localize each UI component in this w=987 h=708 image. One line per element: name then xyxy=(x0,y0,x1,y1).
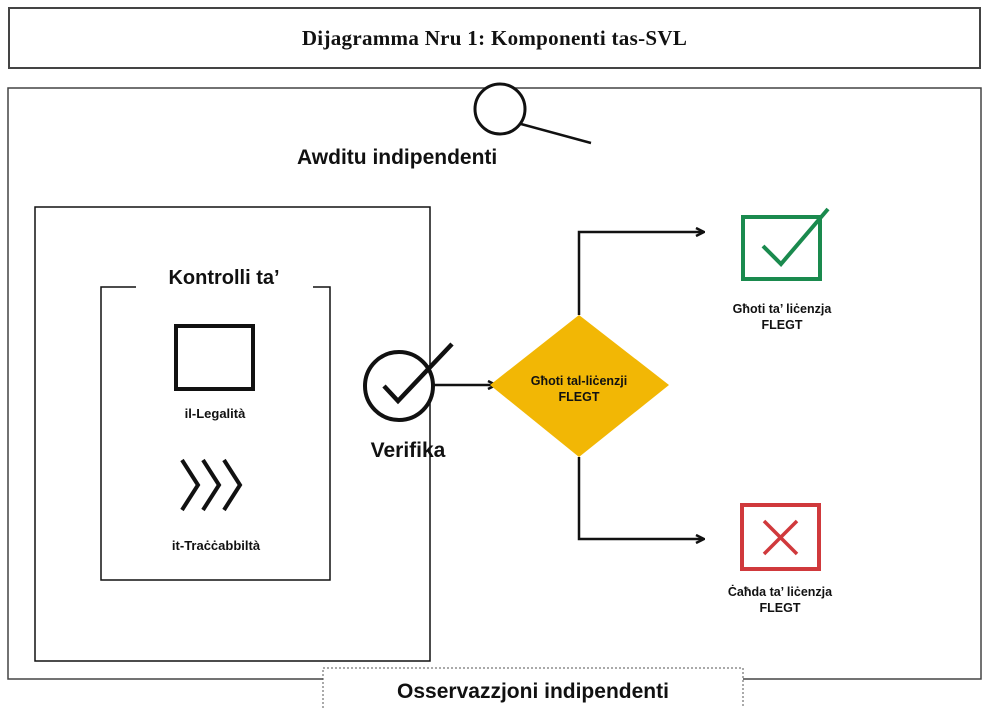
diagram-title-box: Dijagramma Nru 1: Komponenti tas-SVL xyxy=(8,7,981,69)
decision-label-line1: Għoti tal-liċenzji xyxy=(531,374,628,388)
granted-label-line2: FLEGT xyxy=(762,318,803,332)
checkbox-cross-icon xyxy=(740,503,821,571)
chevrons-icon xyxy=(180,458,243,512)
checkbox-tick-icon xyxy=(741,207,830,281)
refused-label-line2: FLEGT xyxy=(760,601,801,615)
verification-label: Verifika xyxy=(371,439,446,462)
traceability-label: it-Traċċabbiltà xyxy=(172,538,261,553)
diagram-title: Dijagramma Nru 1: Komponenti tas-SVL xyxy=(301,26,688,50)
check-circle-icon xyxy=(363,342,454,422)
audit-label: Awditu indipendenti xyxy=(297,146,497,169)
observation-label: Osservazzjoni indipendenti xyxy=(397,680,669,703)
magnifier-icon xyxy=(473,82,592,145)
refused-label-line1: Ċaħda ta’ liċenzja xyxy=(728,584,833,599)
legality-label: il-Legalità xyxy=(185,406,246,421)
controls-inner-box xyxy=(100,286,331,581)
controls-outer-box xyxy=(34,206,431,662)
arrow-to-refused xyxy=(577,457,703,539)
controls-heading: Kontrolli ta’ xyxy=(168,267,279,289)
decision-diamond xyxy=(490,315,669,457)
granted-label-line1: Għoti ta’ liċenzja xyxy=(733,302,833,316)
decision-label-line2: FLEGT xyxy=(559,390,600,404)
arrow-to-granted xyxy=(577,232,703,315)
observation-box xyxy=(322,667,744,708)
square-icon xyxy=(174,324,255,391)
